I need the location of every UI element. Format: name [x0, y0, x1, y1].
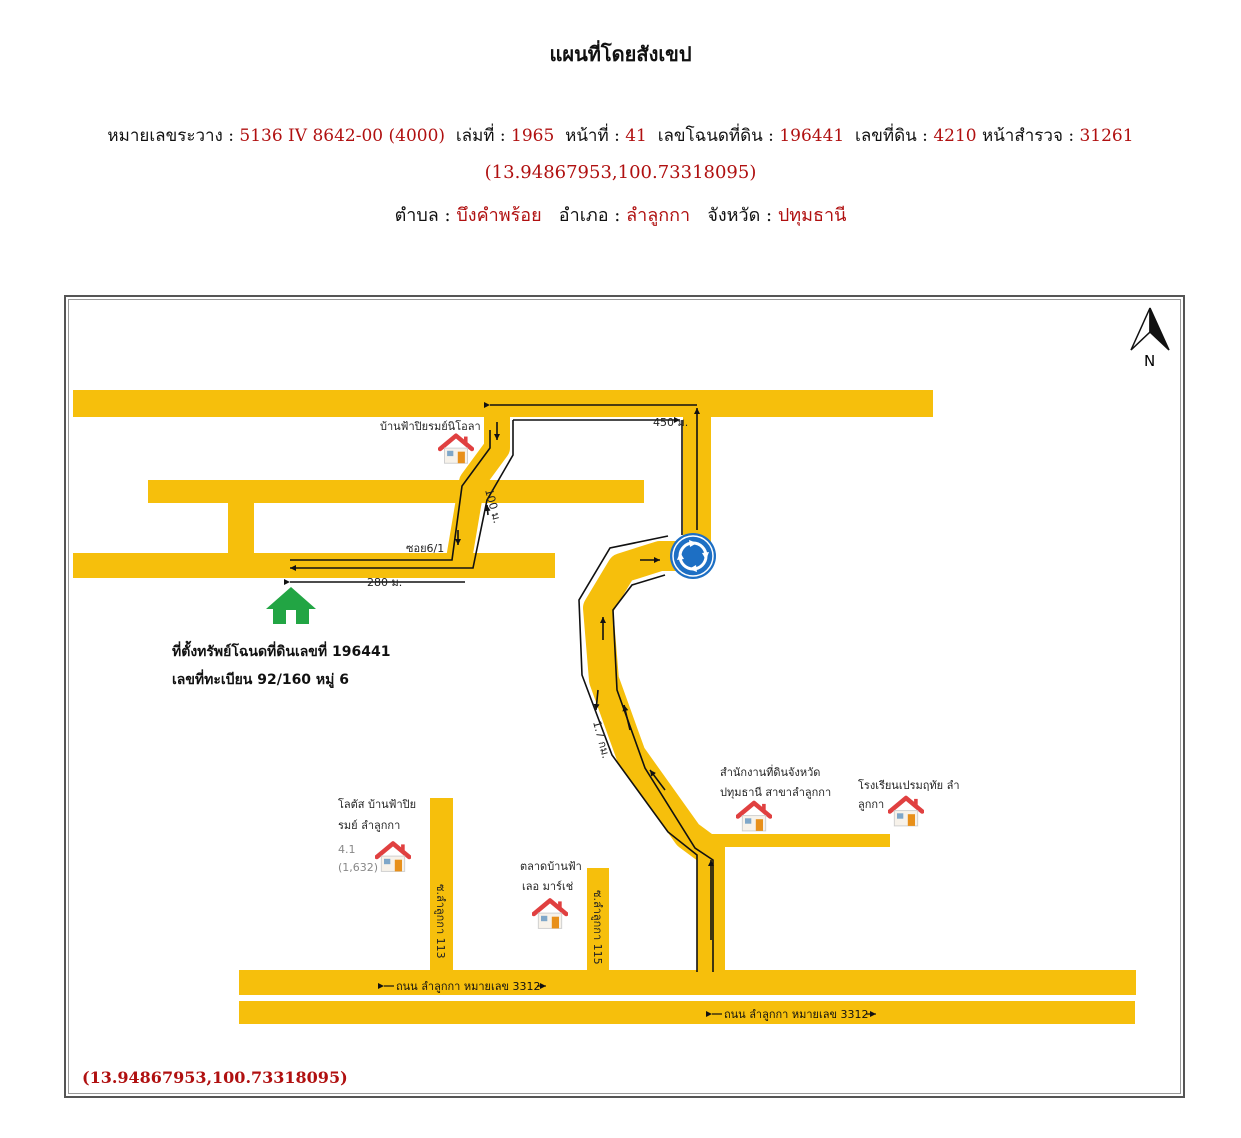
- route: [284, 402, 714, 972]
- top-road: [73, 390, 933, 417]
- roundabout-icon: [670, 533, 716, 579]
- amphoe-value: ลำลูกกา: [626, 205, 691, 226]
- route-curve-inner: [612, 574, 714, 972]
- land-number-label: เลขที่ดิน :: [855, 126, 928, 146]
- page-label: หน้าที่ :: [565, 126, 620, 146]
- main-road-2: [239, 1001, 1135, 1024]
- page-value: 41: [625, 126, 647, 146]
- tambon-label: ตำบล :: [394, 205, 451, 226]
- north-label: N: [1144, 352, 1155, 370]
- province-value: ปทุมธานี: [777, 205, 847, 226]
- soi-115-label: ซ.ลำลูกกา 115: [591, 890, 604, 965]
- soi-113-road: [430, 798, 453, 974]
- roads: [73, 390, 1136, 1024]
- main-road-1-label: ถนน ลำลูกกา หมายเลข 3312: [396, 980, 540, 993]
- curved-road: [583, 541, 720, 865]
- market-label-1: ตลาดบ้านฟ้า: [520, 860, 582, 873]
- branch-road: [700, 834, 890, 847]
- land-office-label-1: สำนักงานที่ดินจังหวัด: [720, 764, 820, 779]
- page-title: แผนที่โดยสังเขป: [549, 42, 692, 66]
- north-arrow-icon: [1130, 307, 1170, 351]
- route-curve-outer: [578, 535, 698, 972]
- book-value: 1965: [511, 126, 555, 146]
- land-number-value: 4210: [933, 126, 977, 146]
- deed-label: เลขโฉนดที่ดิน :: [657, 126, 774, 146]
- tambon-value: บึงคำพร้อย: [456, 205, 542, 226]
- soi-6-1-label: ซอย6/1: [406, 542, 444, 555]
- location-line: ตำบล : บึงคำพร้อย อำเภอ : ลำลูกกา จังหวั…: [0, 200, 1241, 229]
- deed-value: 196441: [779, 126, 845, 146]
- book-label: เล่มที่ :: [455, 126, 506, 146]
- market-label-2: เลอ มาร์เช่: [522, 880, 573, 893]
- land-office-house-icon: [738, 803, 770, 831]
- route-arrows: [455, 504, 714, 940]
- main-road-2-label: ถนน ลำลูกกา หมายเลข 3312: [724, 1008, 868, 1021]
- lotus-house-icon: [377, 844, 409, 872]
- site-label-2: เลขที่ทะเบียน 92/160 หมู่ 6: [172, 669, 349, 688]
- school-house-icon: [890, 798, 922, 826]
- land-office-label-2: ปทุมธานี สาขาลำลูกกา: [720, 786, 831, 799]
- lotus-label-2: รมย์ ลำลูกกา: [338, 819, 400, 832]
- main-road-1: [239, 970, 1136, 995]
- lotus-label-1: โลตัส บ้านฟ้าปิย: [338, 797, 416, 811]
- sheet-label: หมายเลขระวาง :: [107, 126, 234, 146]
- school-label-1: โรงเรียนเปรมฤทัย ลำ: [858, 778, 960, 792]
- route-villa-curve-inner: [290, 430, 491, 561]
- site-house-icon: [266, 587, 316, 624]
- map-coordinates: (13.94867953,100.73318095): [82, 1068, 348, 1087]
- school-label-2: ลูกกา: [858, 798, 884, 811]
- site-label-1: ที่ตั้งทรัพย์โฉนดที่ดินเลขที่ 196441: [172, 640, 390, 660]
- sheet-value: 5136 IV 8642-00 (4000): [239, 126, 446, 146]
- distance-280-label: 280 ม.: [367, 576, 402, 589]
- amphoe-label: อำเภอ :: [558, 205, 621, 226]
- middle-road: [148, 480, 644, 503]
- soi-6-1-road: [73, 553, 555, 578]
- survey-value: 31261: [1079, 126, 1134, 146]
- lotus-rating: 4.1: [338, 843, 356, 856]
- route-villa-curve: [290, 420, 514, 571]
- soi-115-road: [587, 868, 609, 974]
- parcel-info-line: หมายเลขระวาง : 5136 IV 8642-00 (4000) เล…: [0, 122, 1241, 149]
- province-label: จังหวัด :: [707, 205, 773, 226]
- map-frame: [64, 295, 1185, 1098]
- villa-label: บ้านฟ้าปิยรมย์นิโอลา: [380, 419, 481, 433]
- villa-house-icon: [440, 436, 472, 464]
- soi-113-label: ซ.ลำลูกกา 113: [434, 884, 447, 959]
- lotus-review-count: (1,632): [338, 861, 378, 874]
- coordinates-line: (13.94867953,100.73318095): [0, 162, 1241, 183]
- coordinates-value: (13.94867953,100.73318095): [484, 162, 757, 183]
- survey-label: หน้าสำรวจ :: [981, 126, 1075, 146]
- distance-450-label: 450 ม.: [653, 416, 688, 429]
- connector-road: [228, 500, 254, 556]
- market-house-icon: [534, 901, 566, 929]
